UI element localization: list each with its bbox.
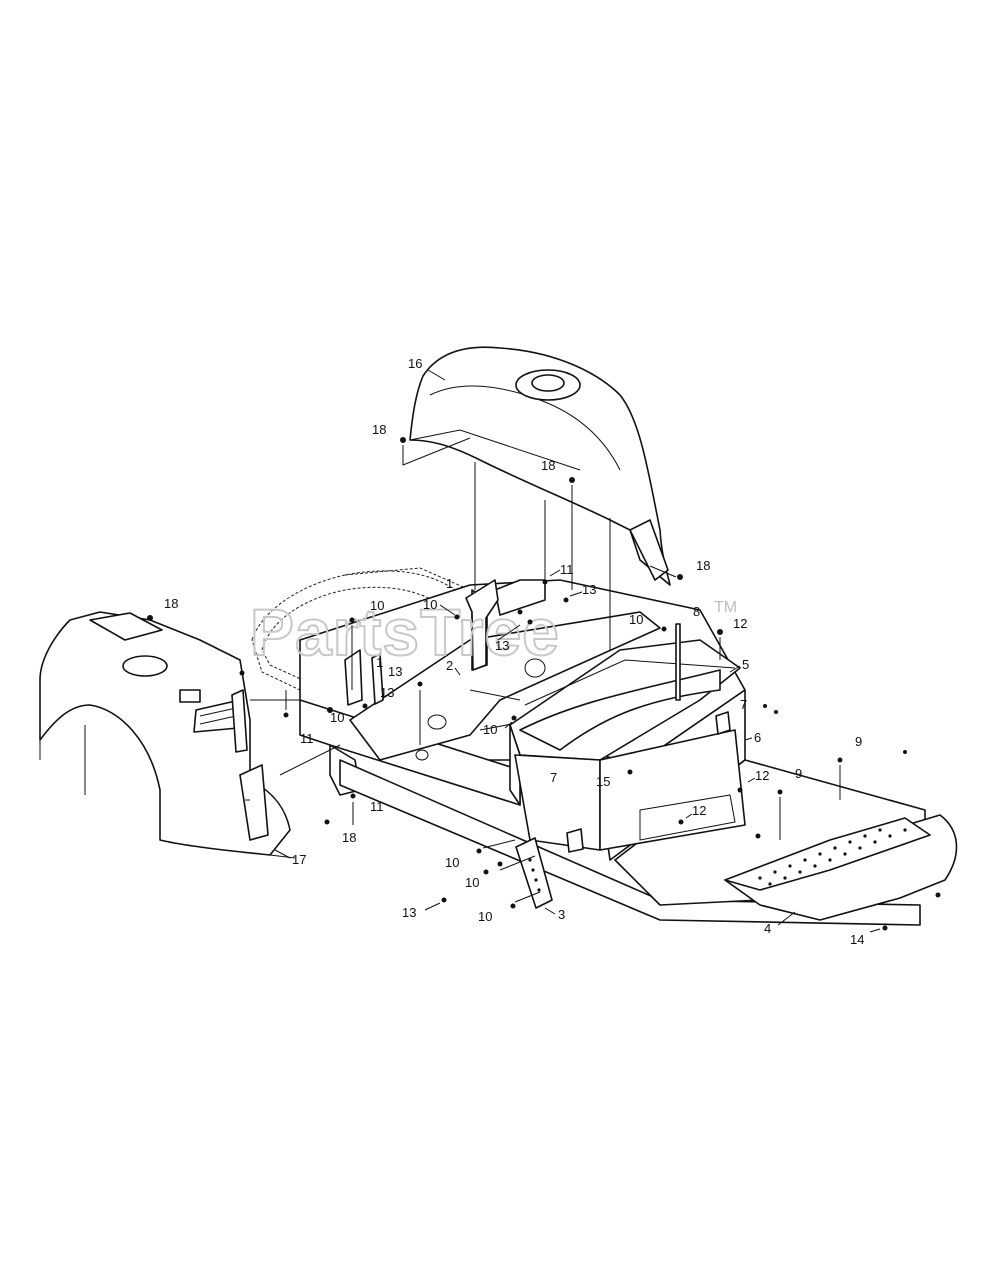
watermark: PartsTree TM <box>249 594 737 670</box>
callout-14: 14 <box>850 932 864 947</box>
callout-13: 13 <box>495 638 509 653</box>
footrest-plate <box>724 814 958 921</box>
callout-12: 12 <box>733 616 747 631</box>
callout-5: 5 <box>742 657 749 672</box>
callout-18: 18 <box>541 458 555 473</box>
callout-18: 18 <box>164 596 178 611</box>
callout-12: 12 <box>755 768 769 783</box>
callout-9: 9 <box>795 766 802 781</box>
callout-7: 7 <box>740 697 747 712</box>
callout-11: 11 <box>300 731 314 746</box>
callout-7: 7 <box>550 770 557 785</box>
frame-hole <box>427 714 447 730</box>
callout-11: 11 <box>560 562 574 577</box>
callout-10: 10 <box>483 722 497 737</box>
callout-8: 8 <box>693 604 700 619</box>
callout-labels: 16 18 18 18 18 18 1 1 11 11 11 13 13 13 … <box>164 356 864 947</box>
callout-12: 12 <box>692 803 706 818</box>
svg-text:PartsTree: PartsTree <box>250 595 560 669</box>
front-panel <box>514 729 746 851</box>
callout-13: 13 <box>582 582 596 597</box>
callout-4: 4 <box>764 921 771 936</box>
callout-10: 10 <box>445 855 459 870</box>
callout-18: 18 <box>342 830 356 845</box>
callout-15: 15 <box>596 774 610 789</box>
callout-11: 11 <box>370 799 384 814</box>
callout-18: 18 <box>696 558 710 573</box>
callout-1: 1 <box>376 655 383 670</box>
pedal-bracket <box>515 837 553 909</box>
callout-13: 13 <box>380 685 394 700</box>
callout-18: 18 <box>372 422 386 437</box>
callout-1: 1 <box>446 576 453 591</box>
callout-10: 10 <box>423 597 437 612</box>
callout-16: 16 <box>408 356 422 371</box>
callout-17: 17 <box>292 852 306 867</box>
callout-10: 10 <box>370 598 384 613</box>
callout-3: 3 <box>558 907 565 922</box>
frame-hole <box>524 658 546 678</box>
front-hood <box>39 611 291 856</box>
callout-9: 9 <box>855 734 862 749</box>
svg-text:TM: TM <box>714 599 737 616</box>
seat-plate <box>509 639 741 806</box>
mount-bracket <box>344 579 499 706</box>
callout-6: 6 <box>754 730 761 745</box>
callout-10: 10 <box>330 710 344 725</box>
callout-10: 10 <box>478 909 492 924</box>
callout-13: 13 <box>388 664 402 679</box>
tread-pattern <box>758 828 907 886</box>
rear-fender <box>409 346 671 586</box>
frame-hole <box>415 749 429 761</box>
callout-10: 10 <box>465 875 479 890</box>
callout-2: 2 <box>446 658 453 673</box>
hardware-leaders <box>147 369 941 933</box>
callout-13: 13 <box>402 905 416 920</box>
callout-10: 10 <box>629 612 643 627</box>
